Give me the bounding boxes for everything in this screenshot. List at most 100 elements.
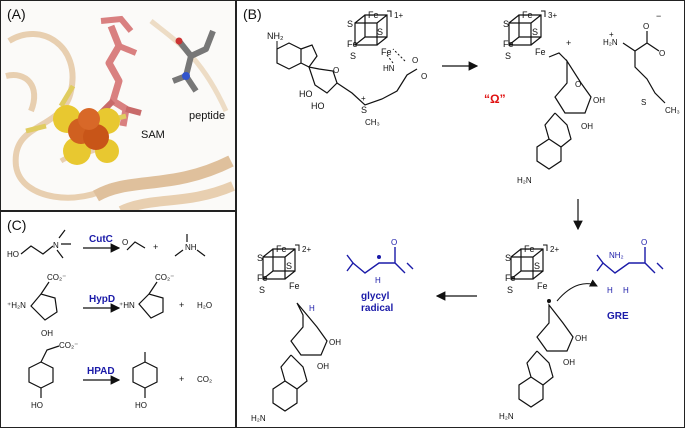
fe-atom: Fe [289,281,300,291]
fe-atom: Fe [381,47,392,57]
oxygen-label: O [412,56,418,65]
panel-b-label: (B) [243,6,262,22]
amino-label: H₂N [517,176,532,185]
nitrogen-label: N [53,241,59,250]
fe-atom: Fe [276,244,287,254]
omega-intermediate: S Fe Fe S Fe S 3+ “Ω” OH OH O H₂N + [484,10,680,185]
h-atom: H [375,276,381,285]
s-atom: S [532,27,538,37]
enzyme-label: HypD [89,294,115,305]
carboxylate-label: CO₂⁻ [59,341,78,350]
oxygen-label: O [643,22,649,31]
fe-atom: Fe [537,281,548,291]
s-atom: S [350,51,356,61]
sam-label: SAM [141,129,165,141]
s-atom: S [347,19,353,29]
s-atom: S [286,261,292,271]
radical-dot [377,255,381,259]
hydroxyl-label: OH [329,338,341,347]
sulfonium-label: S [361,105,367,115]
iron-sphere [83,124,109,150]
iminium-label: ⁺HN [119,301,135,310]
enzyme-label: HPAD [87,366,115,377]
radical-label: radical [361,303,393,314]
charge-label: 2+ [550,245,559,254]
deoxyadenosine-and-glycyl-radical: S Fe Fe S Fe S 2+ H O glycyl radical H O… [251,238,414,423]
panel-a-structure: peptide SAM (A) [0,0,236,211]
s-atom: S [505,51,511,61]
hydroxyl-label: HO [7,250,19,259]
carboxylate-label: CO₂⁻ [155,273,174,282]
plus-sign: + [566,38,571,48]
carbonyl-o: O [391,238,397,247]
carboxylate-label: CO₂⁻ [47,273,66,282]
hydroxyl-label: OH [575,334,587,343]
hydroxyl-label: HO [135,401,147,410]
s-atom: S [534,261,540,271]
co2-label: CO₂ [197,375,212,384]
fe-atom: Fe [522,10,533,20]
panel-c-reactions: HO N CutC O + NH ⁺H₂N CO₂⁻ OH HypD [0,211,236,428]
panel-c-label: (C) [7,217,27,233]
peptide-n-atom [182,72,190,80]
hypd-reaction: ⁺H₂N CO₂⁻ OH HypD ⁺HN CO₂⁻ + H₂O [7,273,212,338]
s-atom: S [257,253,263,263]
deoxyadenosyl-radical: S Fe Fe S Fe S 2+ OH OH H₂N H H [499,238,664,421]
oxygen-label: O [122,238,128,247]
hydroxyl-label: HO [31,401,43,410]
glycyl-label: glycyl [361,291,390,302]
sam-sticks [100,15,138,56]
sulfur-sphere [63,137,91,165]
protein-structure-render: peptide SAM [5,15,235,210]
nh-label: NH₂ [609,251,624,260]
h-atom: H [607,286,613,295]
mechanism-scheme: S Fe Fe S Fe S 1+ NH₂ HO HO O S [251,10,680,423]
h-abstraction-arrow [556,279,598,302]
hydroxyl-label: HO [299,89,313,99]
enzyme-label: CutC [89,234,113,245]
charge-label: 2+ [302,245,311,254]
gre-label: GRE [607,311,629,322]
ribbon-sheet [118,181,235,210]
hydroxyl-label: HO [311,101,325,111]
peptide-o-atom [175,37,183,45]
fe-atom: Fe [368,10,379,20]
s-atom: S [503,19,509,29]
oxygen-label: O [659,49,665,58]
ammonium-label: ⁺H₂N [7,301,26,310]
hydroxyl-label: OH [593,96,605,105]
amine-label: NH [185,243,197,252]
fe-atom: Fe [347,39,358,49]
gre-reaction-examples: HO N CutC O + NH ⁺H₂N CO₂⁻ OH HypD [7,229,212,410]
minus-sign: − [656,11,661,21]
panel-b-mechanism: S Fe Fe S Fe S 1+ NH₂ HO HO O S [236,0,685,428]
ribbon-strand [5,72,38,113]
sam-bound-cluster: S Fe Fe S Fe S 1+ NH₂ HO HO O S [267,10,427,127]
hydroxyl-label: OH [581,122,593,131]
hn-label: HN [383,64,395,73]
plus-sign: + [361,94,366,103]
ring-o-label: O [575,80,581,89]
iron-sphere [78,108,100,130]
hydroxyl-label: OH [317,362,329,371]
h-atom: H [623,286,629,295]
s-atom: S [507,285,513,295]
fe-atom: Fe [503,39,514,49]
ribbon-sheet [93,155,234,202]
plus-sign: + [153,242,158,252]
water-label: H₂O [197,301,212,310]
s-atom: S [259,285,265,295]
s-atom: S [377,27,383,37]
plus-sign: + [179,300,184,310]
plus-sign: + [609,30,614,39]
methyl-label: CH₃ [665,106,680,115]
panel-a-label: (A) [7,6,26,22]
omega-label: “Ω” [484,92,506,106]
amino-label: H₂N [251,414,266,423]
cutc-reaction: HO N CutC O + NH [7,229,206,259]
fe-atom: Fe [524,244,535,254]
ring-o-label: O [333,66,339,75]
peptide-label: peptide [189,110,225,122]
hydroxyl-label: OH [563,358,575,367]
